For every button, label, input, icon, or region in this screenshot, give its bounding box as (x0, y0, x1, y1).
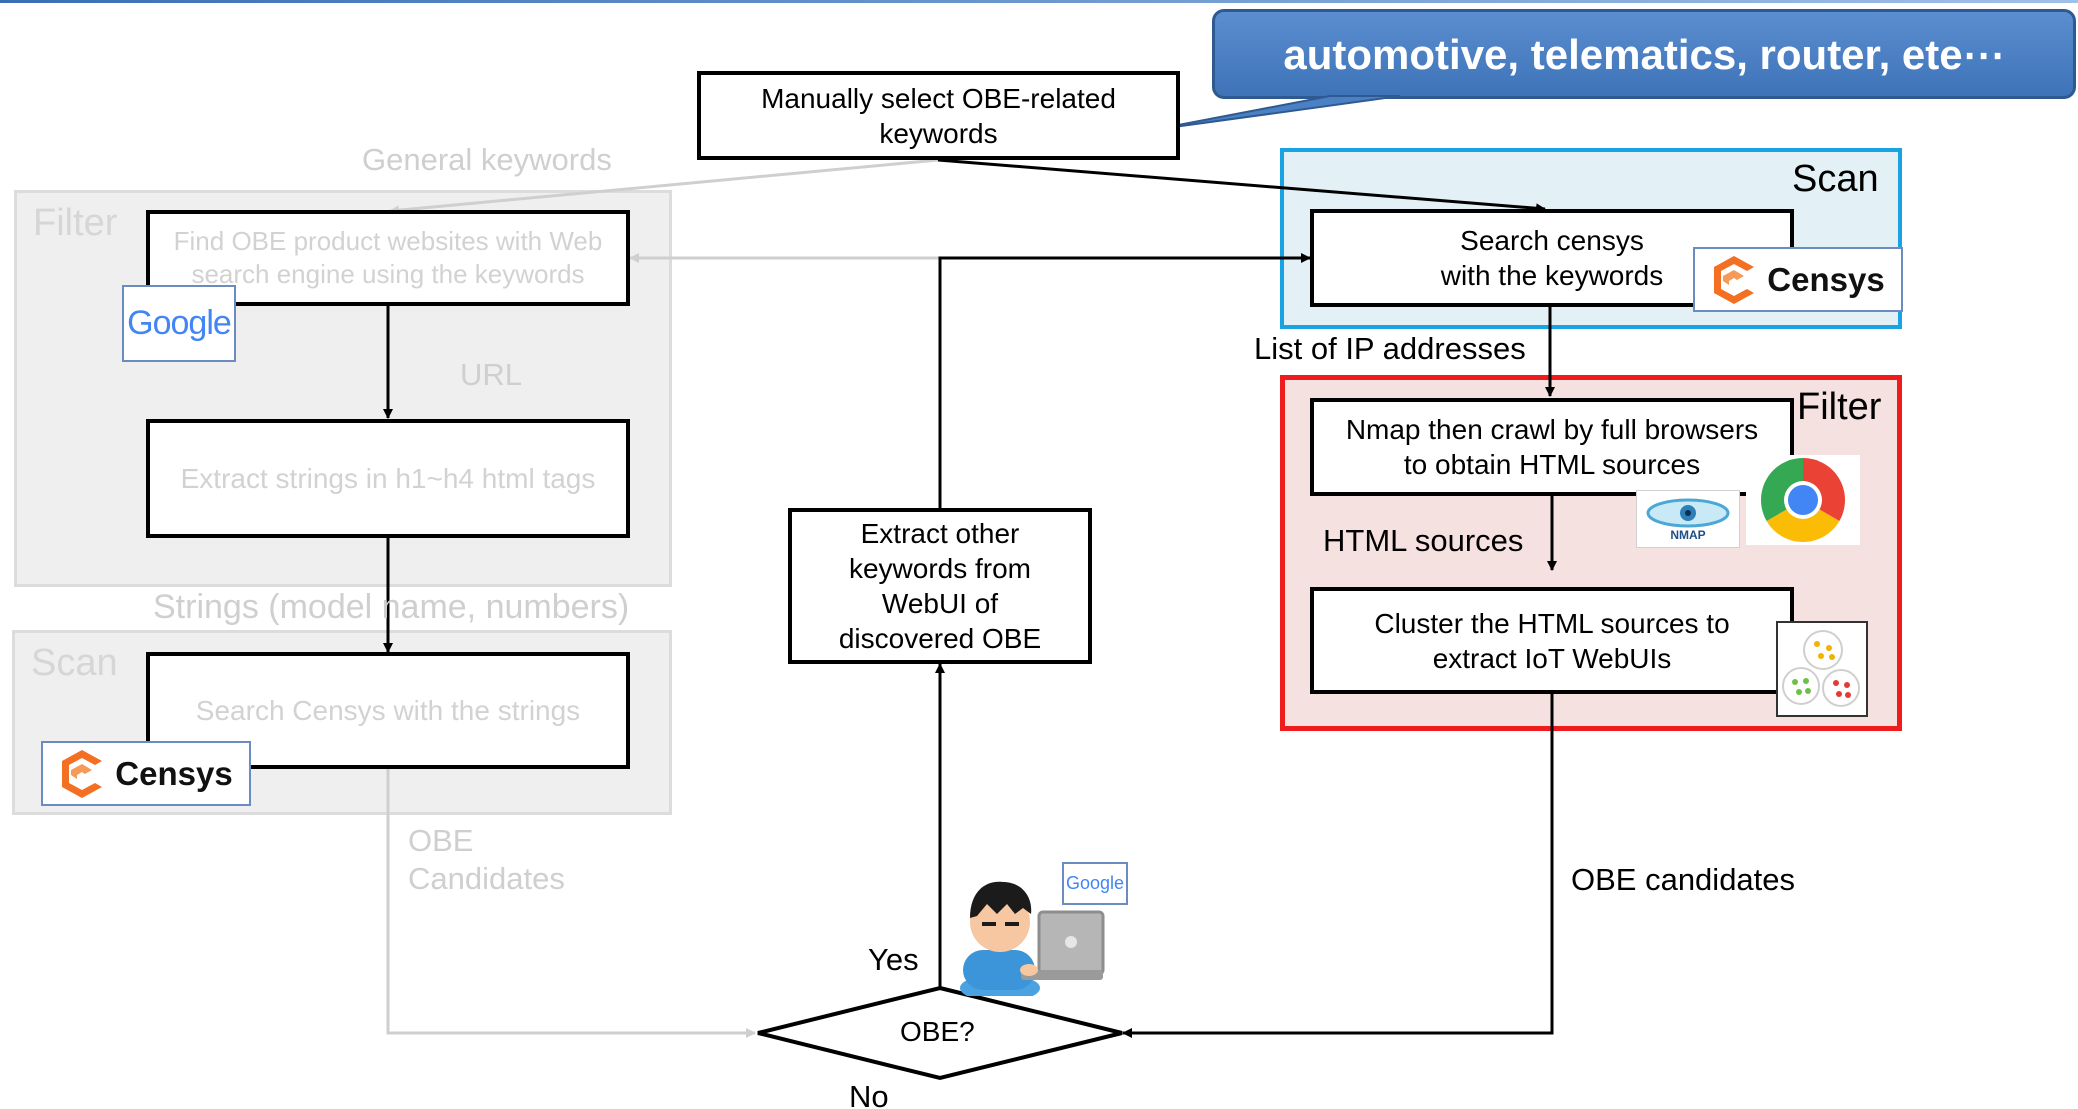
decision-text: OBE? (900, 1016, 975, 1047)
top-rule (0, 0, 2078, 3)
url-label: URL (460, 357, 523, 392)
right-nmap-crawl-box: Nmap then crawl by full browsers to obta… (1310, 398, 1794, 496)
right-cluster-box: Cluster the HTML sources to extract IoT … (1310, 587, 1794, 694)
left-obe-candidates-label: OBE Candidates (408, 823, 565, 896)
keyword-examples-callout: automotive, telematics, router, ete⋯ (1212, 9, 2076, 99)
left-extract-strings-text: Extract strings in h1~h4 html tags (180, 463, 596, 494)
nmap-eye-icon (1646, 498, 1730, 528)
edge-middle-to-right-search (938, 253, 1311, 508)
right-nmap-crawl-text: Nmap then crawl by full browsers to obta… (1345, 414, 1759, 480)
censys-logo-right: Censys (1693, 247, 1903, 312)
google-logo-left: Google (122, 285, 236, 362)
decision-diamond (757, 985, 1123, 1081)
nmap-logo: NMAP (1636, 490, 1740, 548)
edge-cluster-to-decision (1122, 694, 1554, 1038)
right-filter-title: Filter (1797, 386, 1882, 428)
google-logo-left-text: Google (127, 304, 232, 342)
edge-left-candidates-to-decision (386, 769, 756, 1038)
right-cluster-text: Cluster the HTML sources to extract IoT … (1374, 607, 1730, 674)
extract-other-keywords-text: Extract other keywords from WebUI of dis… (838, 518, 1042, 654)
extract-other-keywords-box: Extract other keywords from WebUI of dis… (788, 508, 1092, 664)
general-keywords-label: General keywords (362, 142, 612, 177)
right-obe-candidates-label: OBE candidates (1571, 862, 1796, 897)
left-scan-title: Scan (31, 642, 118, 684)
left-find-websites-text: Find OBE product websites with Web searc… (173, 226, 603, 289)
left-extract-strings-box: Extract strings in h1~h4 html tags (146, 419, 630, 538)
left-search-censys-text: Search Censys with the strings (195, 695, 581, 726)
censys-logo-right-text: Censys (1767, 260, 1885, 298)
manual-keyword-selection-box: Manually select OBE-related keywords (697, 71, 1180, 160)
left-filter-title: Filter (33, 202, 118, 244)
right-scan-title: Scan (1792, 158, 1879, 200)
no-label: No (849, 1079, 889, 1109)
person-with-laptop-icon (960, 881, 1105, 996)
ip-list-label: List of IP addresses (1254, 331, 1526, 366)
google-logo-small-text: Google (1065, 873, 1125, 893)
nmap-logo-text: NMAP (1670, 528, 1706, 542)
left-find-websites-box: Find OBE product websites with Web searc… (146, 210, 630, 306)
google-logo-small: Google (1062, 862, 1128, 905)
censys-logo-left: Censys (41, 741, 251, 806)
callout-text: automotive, telematics, router, ete⋯ (1283, 30, 2005, 78)
cluster-icon (1782, 630, 1860, 707)
censys-logo-left-text: Censys (115, 754, 233, 792)
chrome-logo (1746, 455, 1860, 545)
right-search-censys-text: Search censys with the keywords (1440, 225, 1664, 291)
edge-top-to-left-filter (389, 158, 939, 216)
censys-mark-icon (1714, 255, 1755, 304)
censys-mark-icon (62, 749, 103, 798)
chrome-icon (1761, 458, 1845, 542)
edge-top-to-right-search (937, 158, 1546, 214)
html-sources-label: HTML sources (1323, 523, 1524, 558)
strings-label: Strings (model name, numbers) (153, 588, 630, 626)
manual-keyword-selection-text: Manually select OBE-related keywords (761, 82, 1116, 149)
cluster-logo (1776, 621, 1868, 717)
yes-label: Yes (868, 942, 919, 977)
